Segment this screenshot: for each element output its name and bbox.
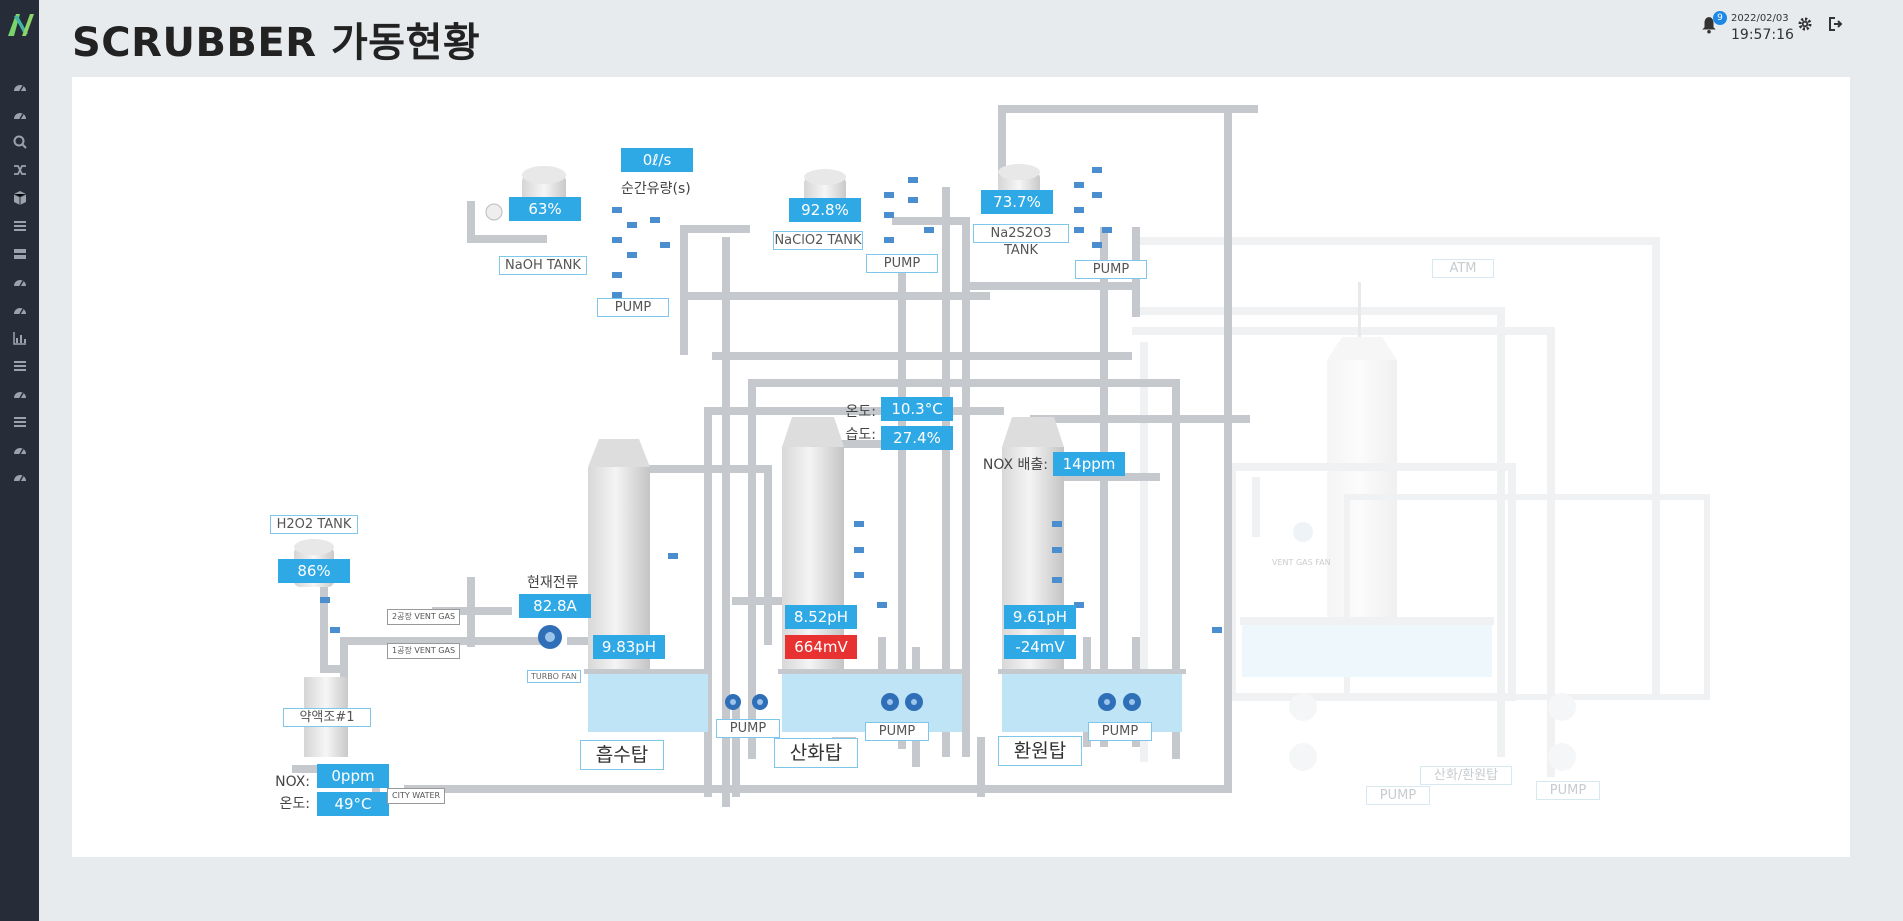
oxidizer-name: 산화탑 (774, 738, 858, 768)
sidebar-item-4[interactable] (0, 155, 39, 185)
reducer-name: 환원탑 (998, 736, 1082, 766)
dashboard-icon (13, 85, 26, 92)
logout-icon[interactable] (1828, 16, 1844, 32)
sidebar-item-1[interactable] (0, 72, 39, 102)
turbo-fan-label: TURBO FAN (527, 670, 581, 683)
sidebar-item-14[interactable] (0, 435, 39, 465)
city-water-label: CITY WATER (387, 788, 446, 804)
nox-emission-label: NOX 배출: (982, 457, 1048, 473)
dashboard-icon (13, 448, 26, 455)
vent-gas-fan-label: VENT GAS FAN (1272, 558, 1331, 567)
flow-rate-value: 0ℓ/s (621, 148, 693, 172)
inlet-temp-label: 온도: (279, 796, 310, 812)
absorber-pump-label: PUMP (716, 719, 780, 738)
sidebar-item-3[interactable] (0, 127, 39, 157)
inlet-nox-value: 0ppm (317, 764, 389, 788)
naclo2-level-value: 92.8% (789, 198, 861, 222)
list-icon (13, 361, 26, 371)
vent-gas-2-label: 2공장 VENT GAS (387, 609, 461, 625)
cube-icon (13, 191, 26, 205)
oxidizer-tower (778, 417, 966, 732)
na2s2o3-tank-label: Na2S2O3 TANK (973, 224, 1069, 258)
sidebar-item-6[interactable] (0, 211, 39, 241)
sidebar-item-11[interactable] (0, 351, 39, 381)
dashboard-icon (13, 392, 26, 399)
pump-icons (538, 625, 1141, 711)
na2s2o3-level-value: 73.7% (981, 190, 1053, 214)
reducer-ph-value: 9.61pH (1004, 605, 1076, 629)
dashboard-icon (13, 280, 26, 287)
absorber-name: 흡수탑 (580, 740, 664, 770)
atm-label: ATM (1432, 259, 1494, 278)
naoh-tank-label: NaOH TANK (499, 256, 587, 275)
flow-rate-label: 순간유량(s) (621, 181, 691, 197)
inlet-temp-value: 49°C (317, 792, 389, 816)
sidebar-item-15[interactable] (0, 462, 39, 492)
valves (320, 167, 1222, 633)
header-time: 19:57:16 (1731, 27, 1794, 43)
reducer-pump-label: PUMP (1088, 722, 1152, 741)
humidity-value: 27.4% (881, 426, 953, 450)
bell-icon[interactable] (1700, 16, 1718, 34)
nox-emission-value: 14ppm (1053, 452, 1125, 476)
temperature-value: 10.3°C (881, 397, 953, 421)
faded-tower-label: 산화/환원탑 (1420, 766, 1512, 785)
oxidizer-orp-value: 664mV (785, 635, 857, 659)
notification-badge: 9 (1713, 11, 1727, 25)
sidebar-item-5[interactable] (0, 183, 39, 213)
h2o2-level-value: 86% (278, 559, 350, 583)
humidity-label: 습도: (845, 427, 876, 443)
temperature-label: 온도: (845, 404, 876, 420)
shuffle-icon (13, 165, 26, 175)
sidebar-item-13[interactable] (0, 407, 39, 437)
faded-pump-left-label: PUMP (1366, 786, 1430, 805)
bar-chart-icon (12, 332, 26, 345)
sidebar (0, 0, 39, 921)
search-icon (13, 135, 27, 149)
faded-section (1132, 237, 1710, 777)
naclo2-pump-label: PUMP (866, 254, 938, 273)
server-icon (13, 249, 26, 259)
header-date: 2022/02/03 (1731, 13, 1789, 24)
naoh-pump-label: PUMP (597, 298, 669, 317)
sidebar-item-8[interactable] (0, 267, 39, 297)
chem-tank-label: 약액조#1 (283, 708, 371, 727)
list-icon (13, 417, 26, 427)
naclo2-tank-label: NaClO2 TANK (773, 231, 863, 250)
dashboard-icon (13, 113, 26, 120)
list-icon (13, 221, 26, 231)
faded-pump-right-label: PUMP (1536, 781, 1600, 800)
sidebar-item-12[interactable] (0, 379, 39, 409)
na2s2o3-pump-label: PUMP (1075, 260, 1147, 279)
oxidizer-pump-label: PUMP (865, 722, 929, 741)
reducer-orp-value: -24mV (1004, 635, 1076, 659)
absorber-ph-value: 9.83pH (593, 635, 665, 659)
vent-gas-1-label: 1공장 VENT GAS (387, 643, 461, 659)
scrubber-process-diagram (292, 105, 1710, 807)
current-label: 현재전류 (527, 575, 579, 591)
app-logo[interactable] (6, 12, 34, 38)
dashboard-icon (13, 475, 26, 482)
inlet-nox-label: NOX: (275, 774, 310, 790)
sidebar-item-7[interactable] (0, 239, 39, 269)
oxidizer-ph-value: 8.52pH (785, 605, 857, 629)
gear-icon[interactable] (1797, 16, 1813, 32)
sidebar-item-9[interactable] (0, 295, 39, 325)
sidebar-item-10[interactable] (0, 323, 39, 353)
current-value: 82.8A (519, 594, 591, 618)
absorber-tower (584, 439, 712, 732)
dashboard-icon (13, 308, 26, 315)
sidebar-item-2[interactable] (0, 100, 39, 130)
h2o2-tank-label: H2O2 TANK (270, 515, 358, 534)
page-title: SCRUBBER 가동현황 (72, 20, 481, 66)
naoh-level-value: 63% (509, 197, 581, 221)
